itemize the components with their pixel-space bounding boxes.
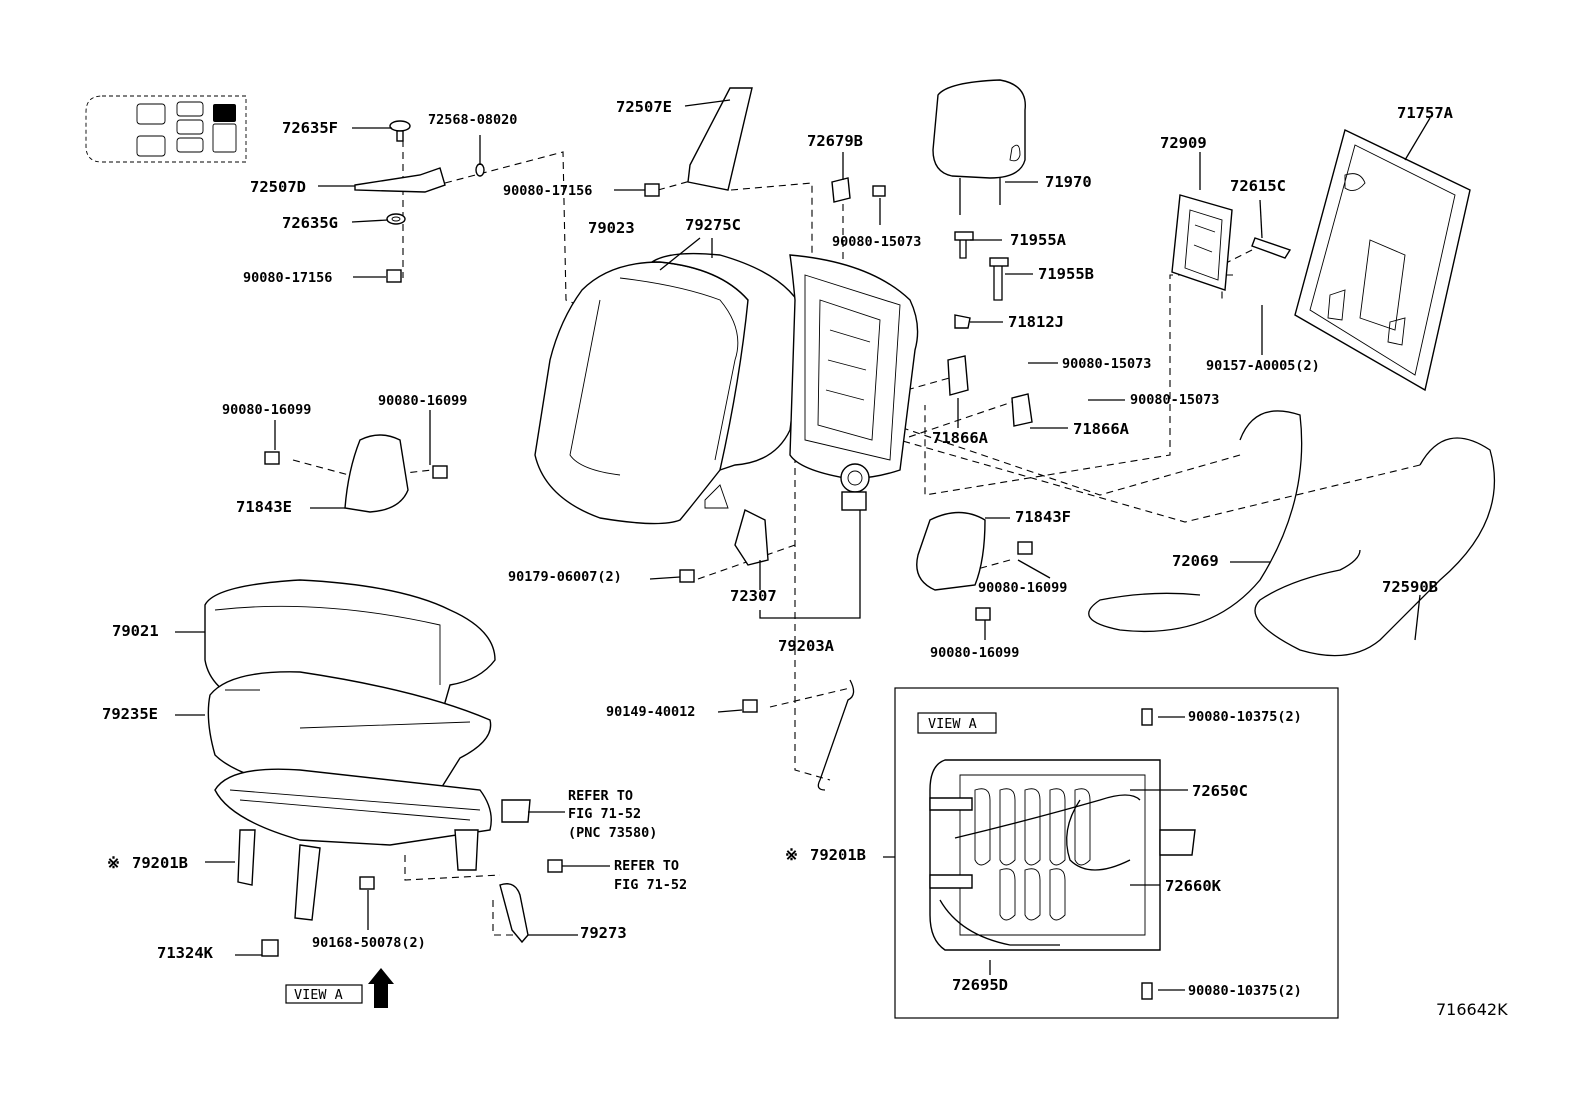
- refer-2-line-2: FIG 71-52: [614, 877, 687, 893]
- label-72590B: 72590B: [1382, 578, 1438, 596]
- label-71866A-1: 71866A: [932, 429, 989, 447]
- label-72507E: 72507E: [616, 98, 672, 116]
- cables: [1088, 410, 1496, 657]
- refer-2-line-1: REFER TO: [614, 858, 679, 874]
- figure-id: 716642K: [1436, 1000, 1508, 1019]
- label-72568-08020: 72568-08020: [428, 112, 517, 128]
- recliner: [679, 508, 769, 583]
- belt-guide: [687, 87, 753, 191]
- label-72695D: 72695D: [952, 976, 1008, 994]
- label-72307: 72307: [730, 587, 777, 605]
- note-mark-2: ※: [785, 846, 798, 864]
- label-79201B-2: 79201B: [810, 846, 866, 864]
- reference-note-1: REFER TO FIG 71-52 (PNC 73580): [568, 788, 657, 841]
- lock-wire: [817, 679, 855, 791]
- seatback-frame: [789, 254, 919, 511]
- seat-position-icon: [85, 95, 247, 163]
- label-72909: 72909: [1160, 134, 1207, 152]
- label-72507D: 72507D: [250, 178, 306, 196]
- label-71970: 71970: [1045, 173, 1092, 191]
- label-79201B-1: 79201B: [132, 854, 188, 872]
- hardware-upper-left: [386, 120, 886, 283]
- label-90080-17156-a: 90080-17156: [243, 270, 332, 286]
- label-90080-16099-d: 90080-16099: [930, 645, 1019, 661]
- guide-bracket: [354, 167, 446, 193]
- refer-1-line-3: (PNC 73580): [568, 825, 657, 841]
- label-90080-15073-c: 90080-15073: [1130, 392, 1219, 408]
- label-79275C: 79275C: [685, 216, 741, 234]
- hinge-covers: [947, 355, 1033, 427]
- label-90080-15073-a: 90080-15073: [832, 234, 921, 250]
- seatback-board: [1294, 129, 1471, 392]
- label-71757A: 71757A: [1397, 104, 1454, 122]
- refer-1-line-1: REFER TO: [568, 788, 633, 804]
- label-72660K: 72660K: [1165, 877, 1222, 895]
- label-90080-16099-b: 90080-16099: [378, 393, 467, 409]
- seat-cushion-pad: [207, 671, 492, 798]
- label-90080-10375-a: 90080-10375(2): [1188, 709, 1302, 725]
- label-90080-16099-a: 90080-16099: [222, 402, 311, 418]
- view-a-detail-panel: VIEW A: [894, 687, 1339, 1019]
- label-72615C: 72615C: [1230, 177, 1286, 195]
- leader-lines: [175, 99, 1431, 956]
- seat-cushion-frame: [214, 699, 758, 957]
- label-79023: 79023: [588, 219, 635, 237]
- label-71324K: 71324K: [157, 944, 214, 962]
- headrest-supports: [954, 231, 1009, 329]
- seatback-cover: [534, 261, 750, 525]
- note-mark-1: ※: [107, 854, 120, 872]
- label-72650C: 72650C: [1192, 782, 1248, 800]
- label-90080-15073-b: 90080-15073: [1062, 356, 1151, 372]
- label-79235E: 79235E: [102, 705, 158, 723]
- label-90168-50078: 90168-50078(2): [312, 935, 426, 951]
- label-90149-40012: 90149-40012: [606, 704, 695, 720]
- label-90157-A0005: 90157-A0005(2): [1206, 358, 1320, 374]
- side-covers: [264, 434, 1033, 621]
- seatback-pad: [649, 252, 806, 509]
- label-79203A: 79203A: [778, 637, 835, 655]
- label-71843F: 71843F: [1015, 508, 1071, 526]
- label-71812J: 71812J: [1008, 313, 1064, 331]
- label-90080-10375-b: 90080-10375(2): [1188, 983, 1302, 999]
- headrest: [932, 79, 1026, 215]
- arrow-up-icon: [368, 968, 394, 1008]
- part-labels: 72635F 72568-08020 72507D 72635G 90080-1…: [102, 98, 1454, 999]
- label-72635G: 72635G: [282, 214, 338, 232]
- label-90080-16099-c: 90080-16099: [978, 580, 1067, 596]
- view-a-tag-label: VIEW A: [928, 716, 977, 732]
- view-a-indicator-label: VIEW A: [294, 987, 343, 1003]
- label-71866A-2: 71866A: [1073, 420, 1130, 438]
- label-72069: 72069: [1172, 552, 1219, 570]
- view-a-indicator: VIEW A: [285, 968, 394, 1008]
- label-71955B: 71955B: [1038, 265, 1094, 283]
- reference-note-2: REFER TO FIG 71-52: [614, 858, 687, 893]
- label-90179-06007: 90179-06007(2): [508, 569, 622, 585]
- label-79021: 79021: [112, 622, 159, 640]
- refer-1-line-2: FIG 71-52: [568, 806, 641, 822]
- label-71955A: 71955A: [1010, 231, 1067, 249]
- label-72679B: 72679B: [807, 132, 863, 150]
- label-79273: 79273: [580, 924, 627, 942]
- label-72635F: 72635F: [282, 119, 338, 137]
- lock-assembly: [1171, 194, 1233, 291]
- label-71843E: 71843E: [236, 498, 292, 516]
- small-cover: [1251, 237, 1292, 259]
- label-90080-17156-b: 90080-17156: [503, 183, 592, 199]
- view-a-tag: [917, 712, 997, 734]
